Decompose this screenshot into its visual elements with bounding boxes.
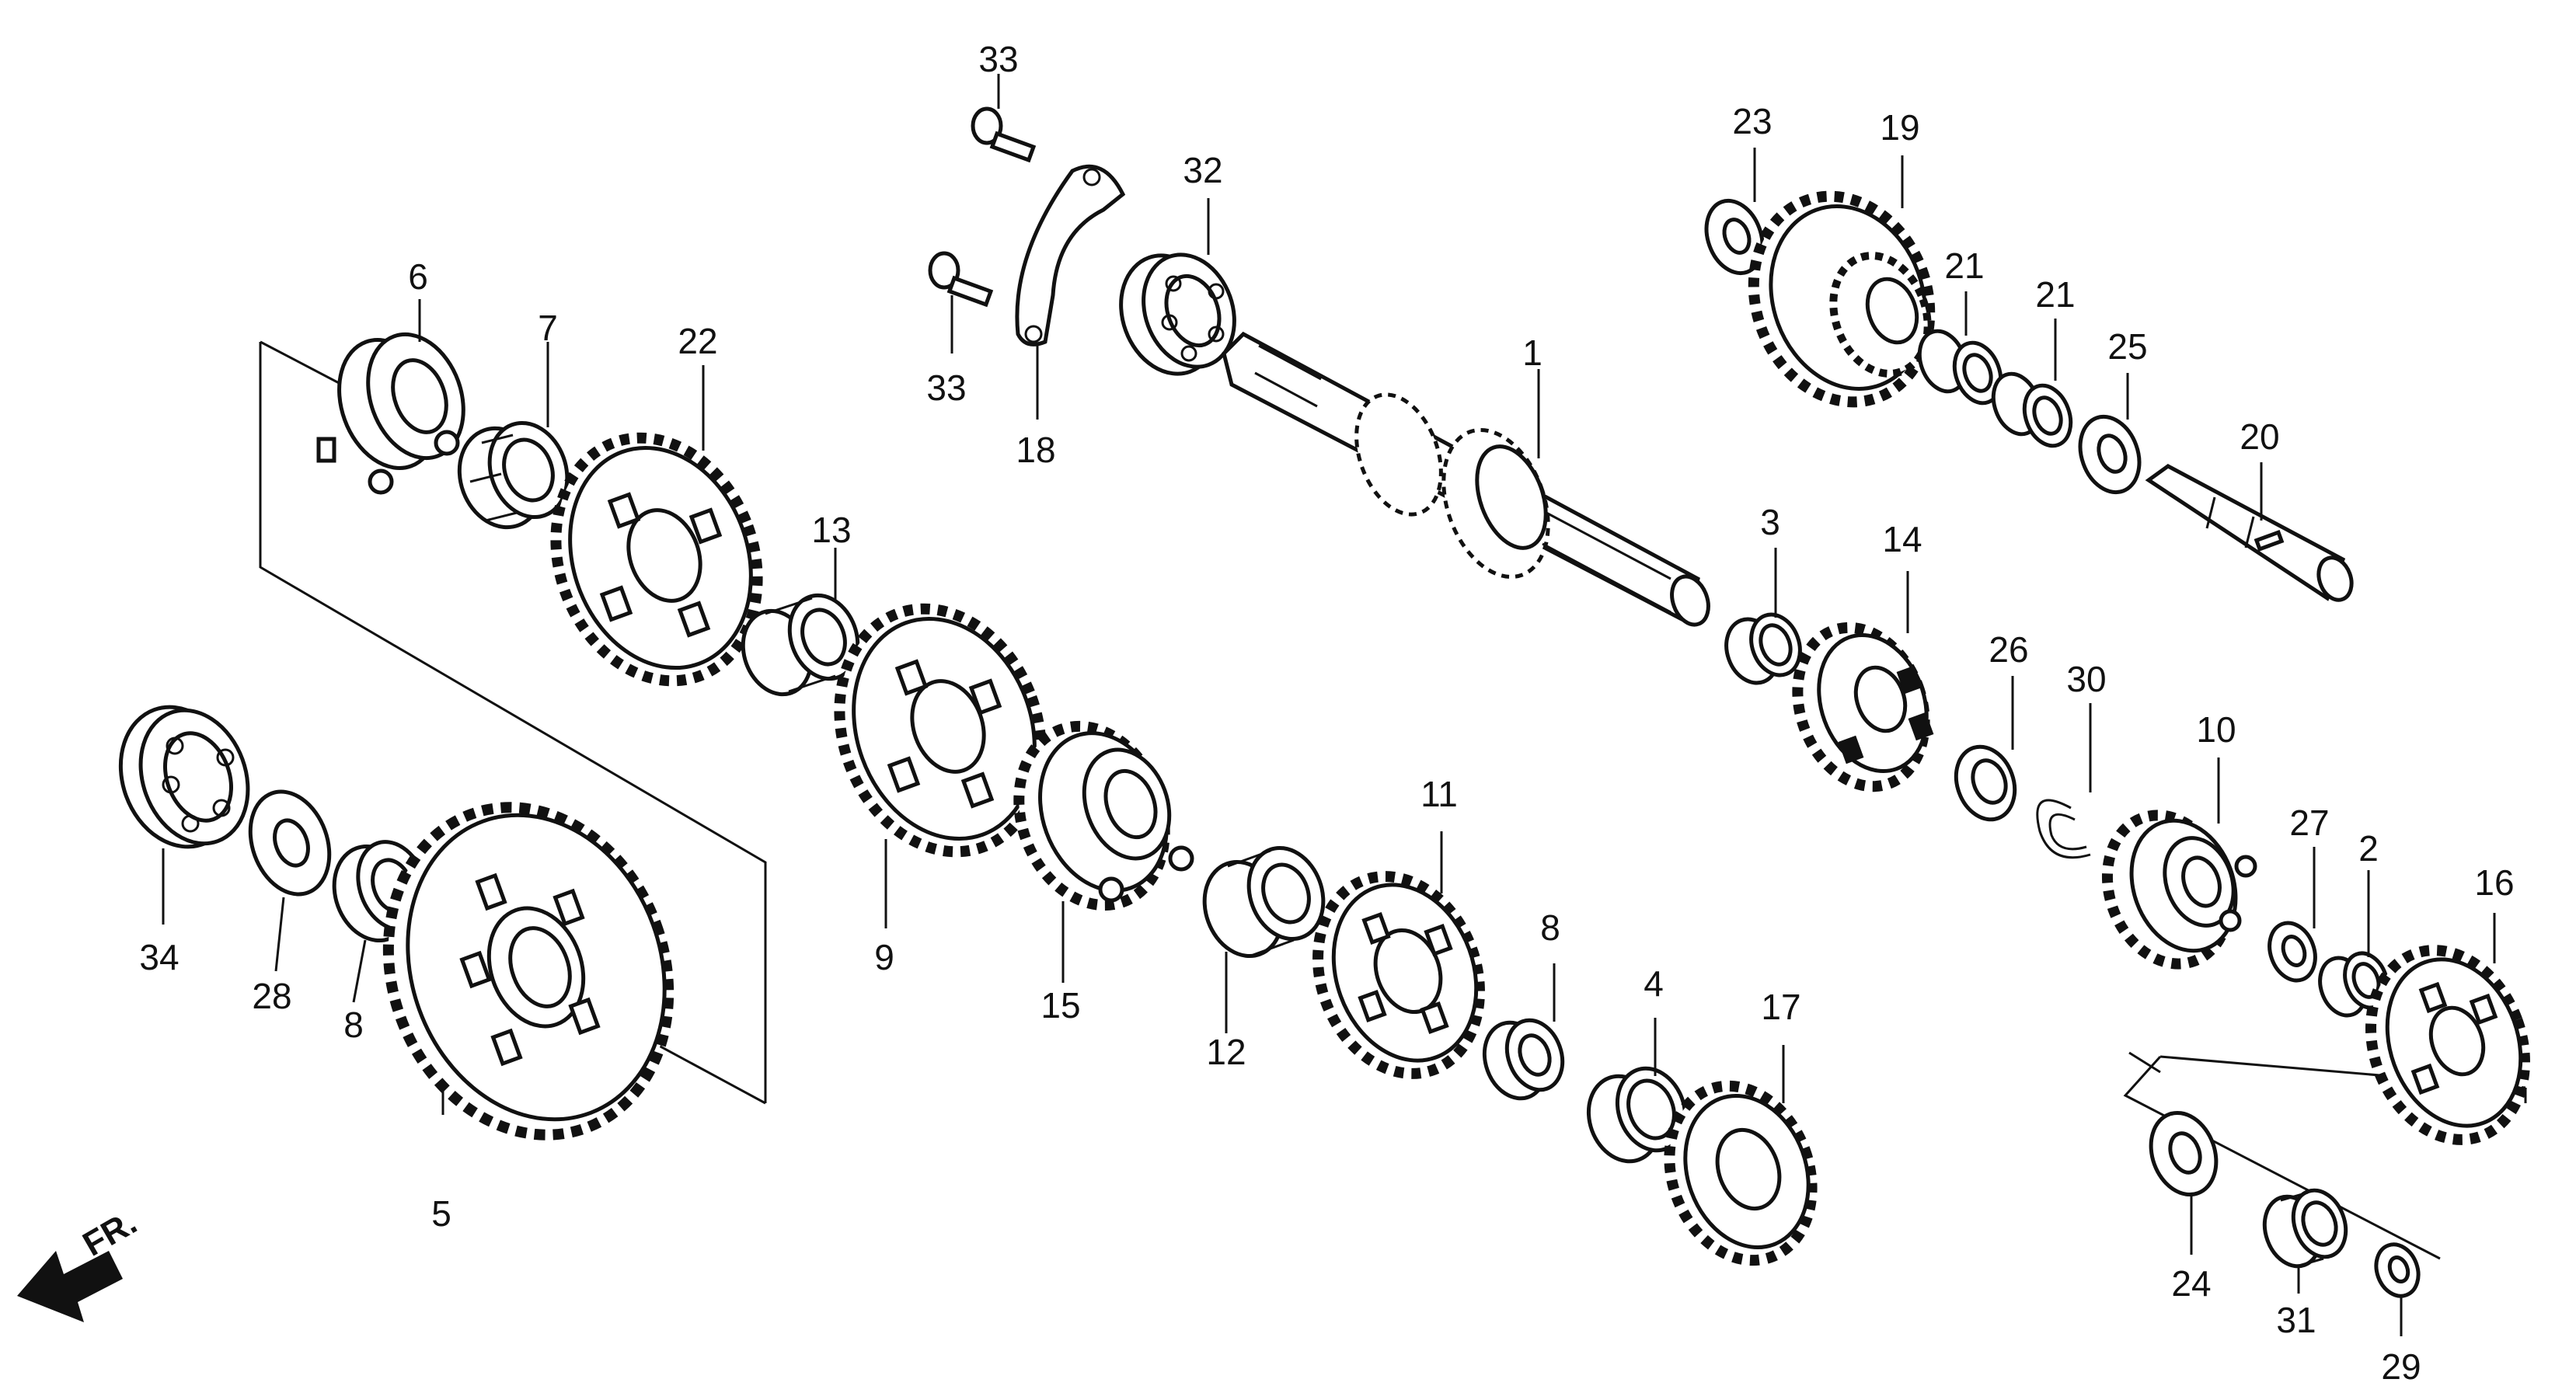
part-30-circlip — [2036, 799, 2091, 859]
leader-lines — [162, 74, 2496, 1336]
part-28-washer — [248, 789, 332, 897]
front-direction-indicator: FR. — [17, 1203, 143, 1322]
part-7-needle-bearing — [457, 420, 570, 530]
callout-16: 16 — [2474, 862, 2514, 903]
part-8-bushing-right — [1482, 1018, 1565, 1101]
callout-32: 32 — [1183, 150, 1222, 190]
part-18-retaining-plate — [1015, 164, 1126, 347]
part-17-gear — [1664, 1080, 1818, 1266]
callout-31: 31 — [2276, 1300, 2316, 1340]
part-10-gear — [2101, 810, 2257, 970]
callout-24: 24 — [2171, 1263, 2211, 1304]
callout-11: 11 — [1420, 774, 1458, 814]
part-29-washer — [2374, 1242, 2421, 1298]
callout-26: 26 — [1989, 629, 2028, 670]
part-15-gear — [1013, 720, 1194, 911]
part-11-gear — [1312, 871, 1485, 1079]
part-5-large-gear — [382, 802, 675, 1141]
callout-8-right: 8 — [1540, 907, 1560, 948]
part-23-washer — [1704, 198, 1765, 276]
part-22-gear — [550, 432, 763, 687]
part-4-collar — [1586, 1066, 1688, 1164]
callout-25: 25 — [2107, 326, 2147, 367]
part-31-needle-bearing — [2262, 1188, 2348, 1269]
callout-5: 5 — [431, 1193, 451, 1234]
callout-33-bottom: 33 — [926, 367, 966, 408]
callout-23: 23 — [1732, 101, 1772, 141]
callout-7: 7 — [538, 308, 558, 348]
part-16-gear — [2365, 945, 2530, 1145]
part-32-bearing — [1119, 252, 1236, 376]
part-6-hub — [316, 332, 465, 495]
callout-17: 17 — [1761, 987, 1800, 1027]
part-33-bolt-top — [971, 106, 1037, 163]
front-arrow-icon — [17, 1251, 123, 1322]
part-24-washer — [2149, 1110, 2219, 1197]
part-33-bolt-bottom — [928, 251, 994, 308]
direction-label: FR. — [77, 1203, 144, 1264]
callout-22: 22 — [678, 321, 717, 361]
part-3-collar — [1724, 612, 1802, 685]
part-34-bearing — [118, 705, 250, 849]
part-25-washer — [2078, 414, 2142, 495]
callout-13: 13 — [811, 510, 851, 550]
callout-28: 28 — [252, 976, 291, 1016]
callout-15: 15 — [1041, 985, 1080, 1026]
callout-2: 2 — [2358, 828, 2379, 869]
callout-9: 9 — [874, 937, 894, 977]
part-14-gear — [1792, 622, 1934, 792]
callouts: 33 33 18 32 1 6 7 22 13 9 15 12 11 8 4 1… — [139, 39, 2514, 1387]
callout-12: 12 — [1206, 1032, 1246, 1072]
part-21-collar-b — [1991, 371, 2073, 448]
part-21-collar-a — [1917, 329, 2003, 406]
callout-3: 3 — [1760, 502, 1780, 542]
callout-10: 10 — [2196, 709, 2236, 750]
part-9-gear — [834, 603, 1047, 858]
callout-29: 29 — [2381, 1346, 2421, 1387]
part-19-gear — [1748, 190, 1936, 408]
callout-21-b: 21 — [2035, 274, 2075, 315]
callout-34: 34 — [139, 937, 179, 977]
callout-21-a: 21 — [1944, 246, 1984, 286]
callout-19: 19 — [1880, 107, 1919, 148]
callout-30: 30 — [2066, 659, 2106, 699]
callout-18: 18 — [1016, 430, 1055, 470]
callout-14: 14 — [1882, 519, 1922, 559]
part-13-collar — [741, 593, 860, 697]
part-27-washer — [2268, 921, 2317, 983]
callout-4: 4 — [1644, 963, 1664, 1004]
callout-1: 1 — [1522, 333, 1542, 373]
callout-8-left: 8 — [343, 1005, 364, 1045]
callout-6: 6 — [408, 256, 428, 297]
callout-20: 20 — [2240, 416, 2279, 457]
part-12-splined-bushing — [1202, 845, 1326, 959]
callout-27: 27 — [2289, 803, 2329, 843]
part-1-mainshaft — [1222, 331, 1710, 627]
part-20-countershaft — [2145, 464, 2354, 602]
part-26-splined-washer — [1954, 744, 2017, 822]
callout-33-top: 33 — [978, 39, 1018, 79]
